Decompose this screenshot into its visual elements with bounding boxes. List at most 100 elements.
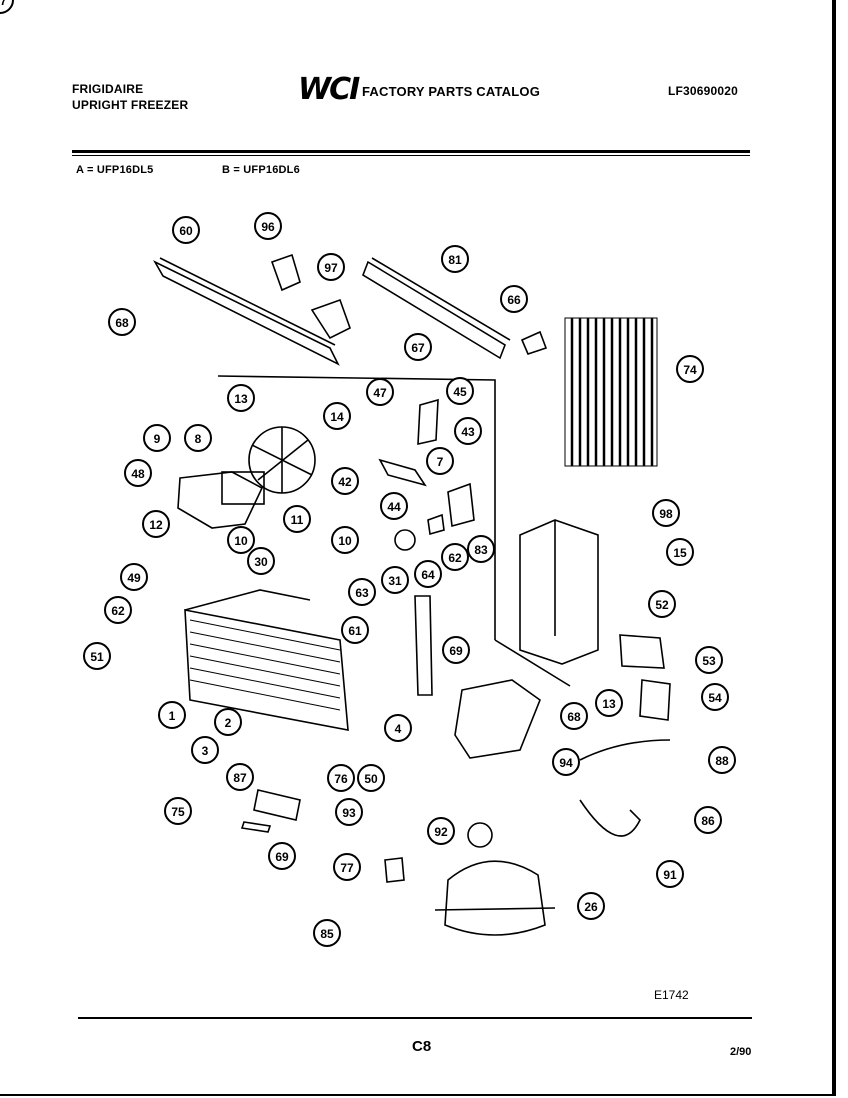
callout-number: 52 bbox=[655, 598, 669, 612]
part-callout-75: 75 bbox=[164, 797, 192, 825]
callout-circle bbox=[454, 417, 482, 445]
part-callout-2: 2 bbox=[214, 708, 242, 736]
diagram-code: E1742 bbox=[654, 988, 689, 1002]
evaporator-fins bbox=[189, 619, 341, 711]
callout-number: 68 bbox=[567, 710, 581, 724]
callout-circle bbox=[384, 714, 412, 742]
overload-cover bbox=[639, 679, 671, 721]
compressor-base bbox=[434, 907, 556, 911]
callout-circle bbox=[595, 689, 623, 717]
part-callout-14: 14 bbox=[323, 402, 351, 430]
callout-number: 93 bbox=[342, 806, 356, 820]
callout-circle bbox=[247, 547, 275, 575]
callout-circle bbox=[652, 499, 680, 527]
small-clip bbox=[520, 330, 548, 355]
grommet-91 bbox=[384, 857, 405, 883]
part-callout-87: 87 bbox=[226, 763, 254, 791]
callout-number: 7 bbox=[437, 455, 444, 469]
callout-circle bbox=[427, 817, 455, 845]
part-callout-88: 88 bbox=[708, 746, 736, 774]
drain-trough bbox=[414, 595, 433, 696]
light-bulb bbox=[310, 298, 351, 340]
part-callout-61: 61 bbox=[341, 616, 369, 644]
product-name: UPRIGHT FREEZER bbox=[72, 98, 189, 112]
callout-circle bbox=[268, 842, 296, 870]
compressor bbox=[444, 860, 546, 936]
callout-number: 64 bbox=[421, 568, 435, 582]
part-callout-3: 3 bbox=[191, 736, 219, 764]
evaporator-tube bbox=[184, 589, 311, 611]
part-callout-96: 96 bbox=[254, 212, 282, 240]
callout-number: 74 bbox=[683, 363, 697, 377]
part-callout-47: 47 bbox=[366, 378, 394, 406]
callout-circle bbox=[442, 636, 470, 664]
part-callout-9: 9 bbox=[143, 424, 171, 452]
part-callout-43: 43 bbox=[454, 417, 482, 445]
part-callout-48: 48 bbox=[124, 459, 152, 487]
part-callout-86: 86 bbox=[694, 806, 722, 834]
callout-circle bbox=[335, 798, 363, 826]
callout-number: 77 bbox=[340, 861, 354, 875]
part-callout-74: 74 bbox=[676, 355, 704, 383]
wci-logo: WCI bbox=[298, 72, 360, 107]
callout-circle bbox=[648, 590, 676, 618]
callout-number: 10 bbox=[338, 534, 352, 548]
callout-circle bbox=[214, 708, 242, 736]
part-callout-94: 94 bbox=[552, 748, 580, 776]
part-callout-64: 64 bbox=[414, 560, 442, 588]
clip-77 bbox=[240, 821, 272, 833]
header-rule-bottom bbox=[72, 155, 750, 156]
part-callout-11: 11 bbox=[283, 505, 311, 533]
part-callout-8: 8 bbox=[184, 424, 212, 452]
callout-circle bbox=[441, 245, 469, 273]
callout-circle bbox=[380, 492, 408, 520]
part-callout-68: 68 bbox=[560, 702, 588, 730]
callout-number: 54 bbox=[708, 691, 722, 705]
condenser-fins bbox=[570, 318, 654, 466]
thermostat-cover bbox=[447, 482, 475, 528]
callout-number: 3 bbox=[202, 744, 209, 758]
part-callout-67: 67 bbox=[404, 333, 432, 361]
callout-circle bbox=[254, 212, 282, 240]
callout-number: 15 bbox=[673, 546, 687, 560]
cabinet-box bbox=[519, 519, 599, 665]
callout-circle bbox=[184, 424, 212, 452]
part-callout-13: 13 bbox=[595, 689, 623, 717]
part-callout-98: 98 bbox=[652, 499, 680, 527]
callout-number: 92 bbox=[434, 825, 448, 839]
callout-number: 67 bbox=[411, 341, 425, 355]
top-rail-left bbox=[153, 257, 340, 366]
callout-number: 9 bbox=[154, 432, 161, 446]
part-callout-49: 49 bbox=[120, 563, 148, 591]
callout-number: 88 bbox=[715, 754, 729, 768]
part-callout-51: 51 bbox=[83, 642, 111, 670]
callout-circle bbox=[158, 701, 186, 729]
part-callout-83: 83 bbox=[467, 535, 495, 563]
footer-rule bbox=[78, 1017, 752, 1019]
callout-number: 45 bbox=[453, 385, 467, 399]
callout-number: 31 bbox=[388, 574, 402, 588]
callout-circle bbox=[366, 378, 394, 406]
drain-pan bbox=[454, 679, 541, 759]
callout-number: 49 bbox=[127, 571, 141, 585]
part-callout-60: 60 bbox=[172, 216, 200, 244]
callout-circle bbox=[708, 746, 736, 774]
callout-number: 69 bbox=[275, 850, 289, 864]
callout-circle bbox=[227, 384, 255, 412]
callout-circle bbox=[676, 355, 704, 383]
part-callout-97: 97 bbox=[317, 253, 345, 281]
callout-number: 98 bbox=[659, 507, 673, 521]
callout-circle bbox=[414, 560, 442, 588]
part-callout-4: 4 bbox=[384, 714, 412, 742]
callout-number: 48 bbox=[131, 467, 145, 481]
callout-circle bbox=[327, 764, 355, 792]
part-callout-81: 81 bbox=[441, 245, 469, 273]
callout-number: 2 bbox=[225, 716, 232, 730]
callout-circle bbox=[341, 616, 369, 644]
callout-number: 83 bbox=[474, 543, 488, 557]
callout-number: 94 bbox=[559, 756, 573, 770]
part-callout-44: 44 bbox=[380, 492, 408, 520]
part-callout-45: 45 bbox=[446, 377, 474, 405]
callout-number: 69 bbox=[449, 644, 463, 658]
